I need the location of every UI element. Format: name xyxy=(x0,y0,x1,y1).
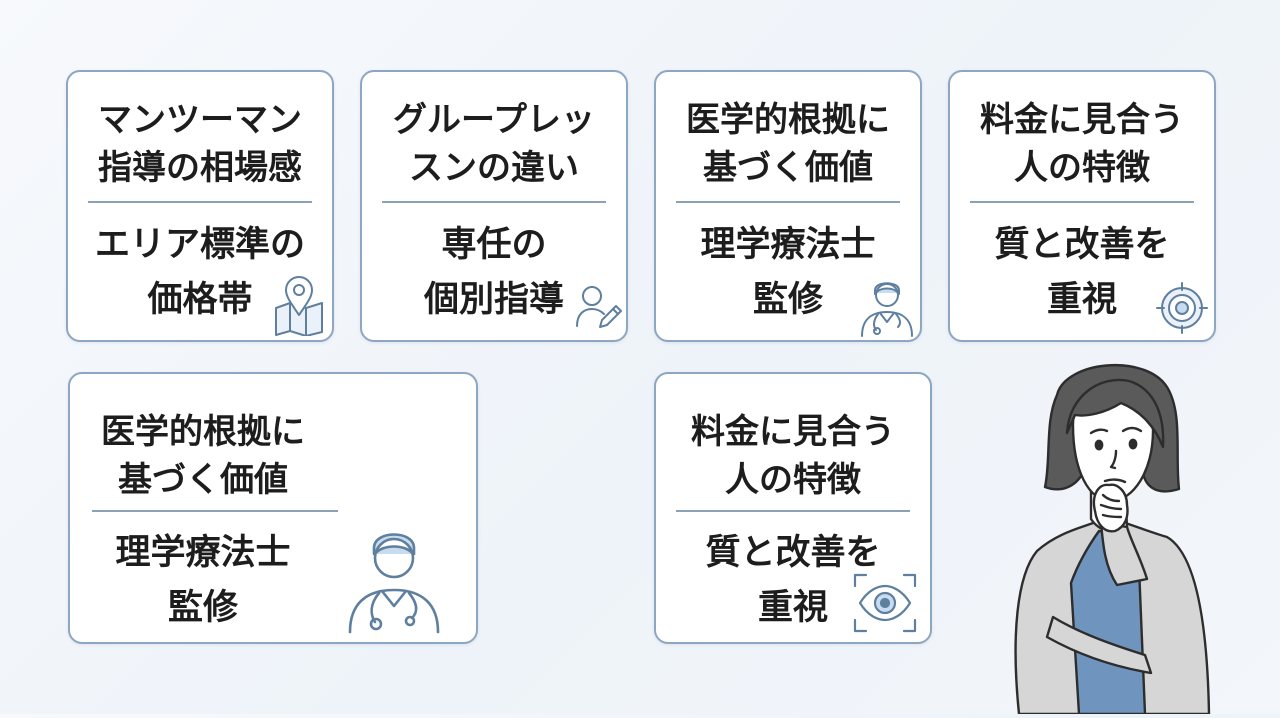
card-value-fit-detail: 料金に見合う 人の特徴 質と改善を 重視 xyxy=(654,372,932,644)
card-group-lesson-body: 専任の 個別指導 xyxy=(423,225,564,320)
card-divider xyxy=(676,201,900,203)
card-value-fit-body: 質と改善を 重視 xyxy=(994,225,1170,320)
card-medical-basis-title: 医学的根拠に 基づく価値 xyxy=(686,100,890,188)
card-value-fit-detail-title: 料金に見合う 人の特徴 xyxy=(691,412,895,500)
card-pricing-title: マンツーマン 指導の相場感 xyxy=(98,100,302,188)
map-pin-icon xyxy=(272,274,328,336)
card-medical-basis-detail-body: 理学療法士 監修 xyxy=(115,533,291,628)
doctor-icon xyxy=(346,524,442,636)
card-group-lesson-title: グループレッ スンの違い xyxy=(393,100,595,188)
card-divider xyxy=(382,201,606,203)
card-medical-basis-detail-title: 医学的根拠に 基づく価値 xyxy=(101,412,305,500)
card-pricing: マンツーマン 指導の相場感 エリア標準の 価格帯 xyxy=(66,70,334,342)
user-edit-icon xyxy=(574,284,624,330)
card-medical-basis: 医学的根拠に 基づく価値 理学療法士 監修 xyxy=(654,70,922,342)
card-pricing-body: エリア標準の 価格帯 xyxy=(94,225,305,320)
card-value-fit: 料金に見合う 人の特徴 質と改善を 重視 xyxy=(948,70,1216,342)
card-value-fit-title: 料金に見合う 人の特徴 xyxy=(980,100,1184,188)
card-divider xyxy=(92,510,338,512)
card-divider xyxy=(88,201,312,203)
card-medical-basis-body: 理学療法士 監修 xyxy=(700,225,876,320)
card-divider xyxy=(676,510,910,512)
card-medical-basis-detail: 医学的根拠に 基づく価値 理学療法士 監修 xyxy=(68,372,478,644)
card-value-fit-detail-body: 質と改善を 重視 xyxy=(705,533,881,628)
eye-scan-icon xyxy=(852,572,918,634)
card-group-lesson: グループレッ スンの違い 専任の 個別指導 xyxy=(360,70,628,342)
target-icon xyxy=(1156,282,1208,334)
doctor-icon xyxy=(856,276,918,338)
card-divider xyxy=(970,201,1194,203)
thinking-woman-illustration xyxy=(995,355,1265,718)
